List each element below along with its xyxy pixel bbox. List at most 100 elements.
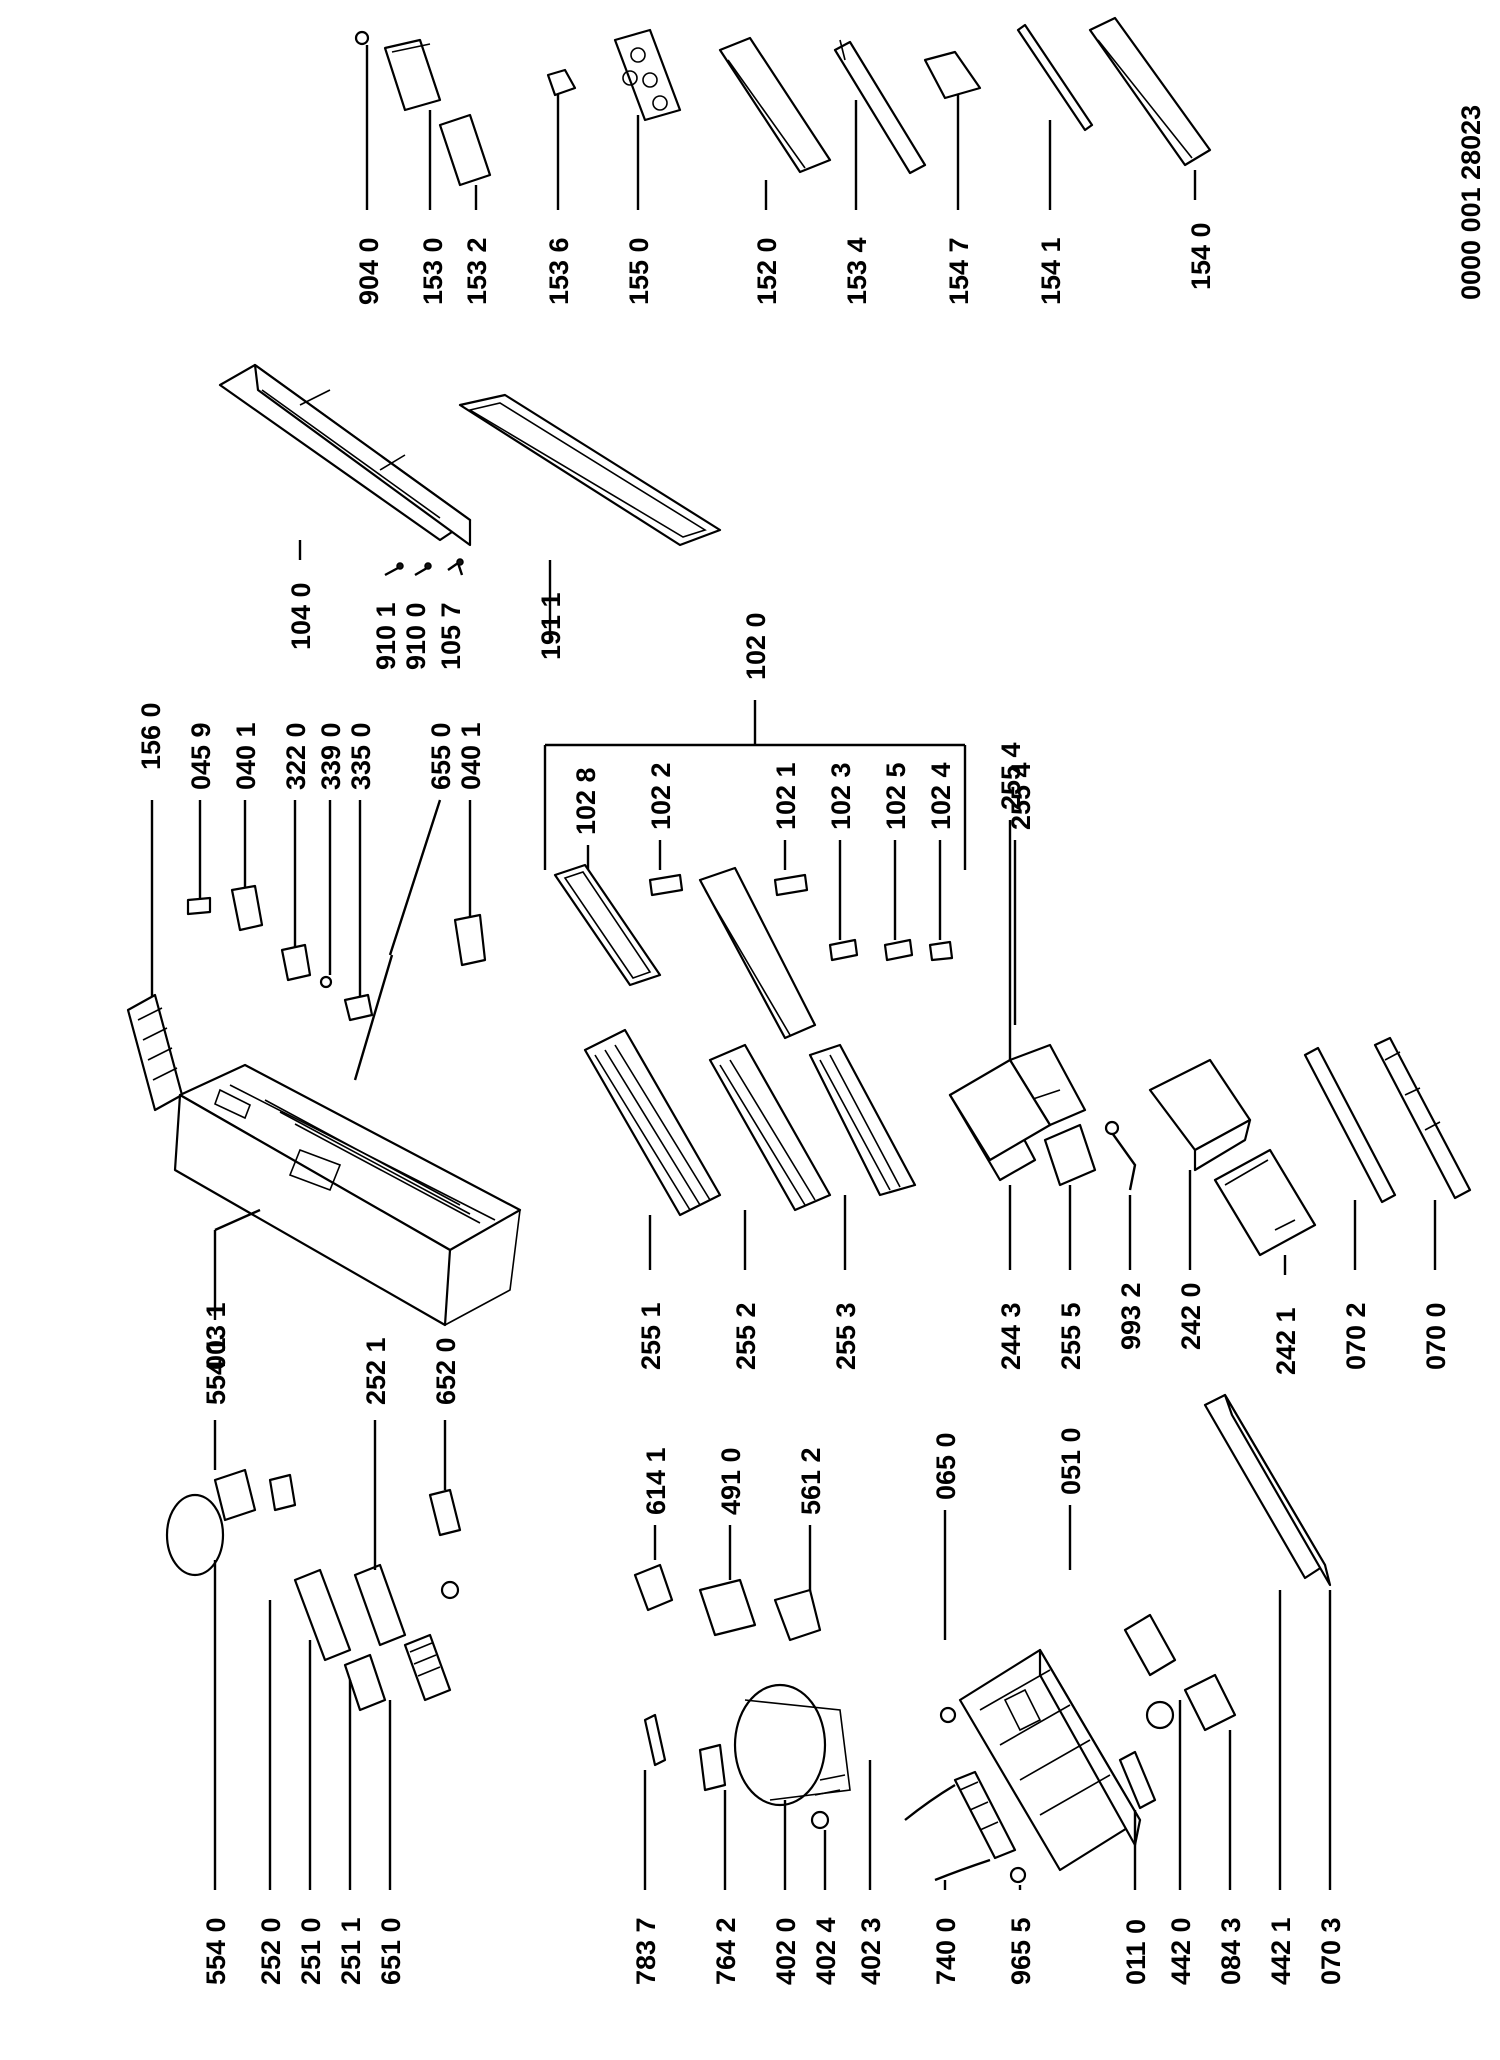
part-label: 244 3 [996,1302,1026,1370]
part-ice-tray [1043,1123,1097,1187]
part-thermostat-probe [1104,1120,1137,1191]
part-small-tab [883,938,914,962]
part-label: 764 2 [711,1917,741,1985]
part-label: 242 0 [1176,1282,1206,1350]
part-label: 153 4 [842,237,872,305]
part-compressor [733,1683,851,1807]
part-clip-2 [810,1810,830,1830]
part-small-bracket [268,1473,297,1512]
part-light-grille [403,1633,452,1702]
part-label: 255 3 [831,1302,861,1370]
part-label: 614 1 [641,1447,671,1515]
part-grommet [939,1706,957,1724]
part-drain-pipe [904,1770,1017,1882]
part-label: 040 1 [231,722,261,790]
part-shelf-255-2 [708,1043,832,1212]
part-relay [633,1563,674,1612]
part-door [218,363,472,547]
part-thermostat-knob [165,1468,257,1577]
part-label: 154 0 [1186,222,1216,290]
part-crisper-drawer [1148,1058,1252,1172]
part-cap-tube [643,1713,667,1767]
part-label: 070 0 [1421,1302,1451,1370]
part-lamp-holder [343,993,374,1022]
part-light-cover [293,1563,407,1662]
part-lamp-socket [343,1653,387,1712]
part-label: 491 0 [716,1447,746,1515]
part-label: 904 0 [354,237,384,305]
part-label: 156 0 [136,702,166,770]
part-label: 783 7 [631,1917,661,1985]
part-label: 011 0 [1121,1919,1151,1985]
part-label: 105 7 [436,602,466,670]
part-small-screws [384,558,464,577]
part-base-rail [1203,1393,1332,1587]
part-label: 655 0 [426,722,456,790]
part-switch-2 [428,1488,462,1537]
part-label: 255 2 [731,1302,761,1370]
part-egg-tray [383,38,442,112]
part-label: 251 1 [336,1917,366,1985]
part-label: 102 8 [571,767,601,835]
part-label: 045 9 [186,722,216,790]
part-egg-tray-2 [438,113,492,187]
part-bulb-2 [440,1580,460,1600]
part-label: 993 2 [1116,1282,1146,1350]
part-mount-plate [1123,1613,1237,1732]
part-egg-holder [613,28,682,122]
part-label: 152 0 [752,237,782,305]
part-condenser-base [958,1648,1142,1872]
part-label: 104 0 [286,582,316,650]
part-bottle-shelf [1088,16,1212,167]
part-label: 652 0 [431,1337,461,1405]
part-freezer-tray [948,1058,1052,1162]
part-small-tab [773,873,809,897]
part-grommet-2 [1009,1866,1027,1884]
part-label: 554 1 [201,1337,231,1405]
part-label: 084 3 [1216,1917,1246,1985]
part-label: 153 6 [544,237,574,305]
part-crisper-drawer-2 [1213,1148,1317,1257]
part-starter [773,1588,822,1642]
part-butter-box [923,50,982,100]
part-label: 102 5 [881,762,911,830]
part-shelf-255-3 [808,1043,917,1197]
part-label: 252 0 [256,1917,286,1985]
part-shelf-255-1 [583,1028,722,1217]
part-screw [354,30,370,46]
part-label: 442 0 [1166,1917,1196,1985]
part-label: 651 0 [376,1917,406,1985]
part-label: 153 2 [462,237,492,305]
part-capacitor [698,1578,757,1637]
part-label: 102 3 [826,762,856,830]
part-label: 442 1 [1266,1917,1296,1985]
part-label: 255 4 [1006,762,1036,830]
part-label: 051 0 [1056,1427,1086,1495]
part-label: 252 1 [361,1337,391,1405]
part-rail-070-0 [1373,1036,1472,1200]
part-label: 102 4 [926,762,956,830]
part-bulb [319,975,333,989]
part-evaporator-plate [698,866,817,1040]
part-drier [698,1743,727,1792]
part-label: 554 0 [201,1917,231,1985]
part-label: 561 2 [796,1447,826,1515]
part-label: 153 0 [418,237,448,305]
part-label: 402 4 [811,1917,841,1985]
part-label: 740 0 [931,1917,961,1985]
part-label: 251 0 [296,1917,326,1985]
part-label: 402 0 [771,1917,801,1985]
part-small-tab [928,940,954,962]
part-label: 255 4 [996,742,1026,810]
part-label: 910 1 [371,602,401,670]
part-label: 070 2 [1341,1302,1371,1370]
part-cable [353,954,394,1081]
part-label: 154 7 [944,237,974,305]
part-hinge-top [230,884,264,932]
part-label: 335 0 [346,722,376,790]
part-switch [280,943,312,982]
part-pin [186,896,212,916]
part-label: 242 1 [1271,1307,1301,1375]
part-label: 910 0 [401,602,431,670]
